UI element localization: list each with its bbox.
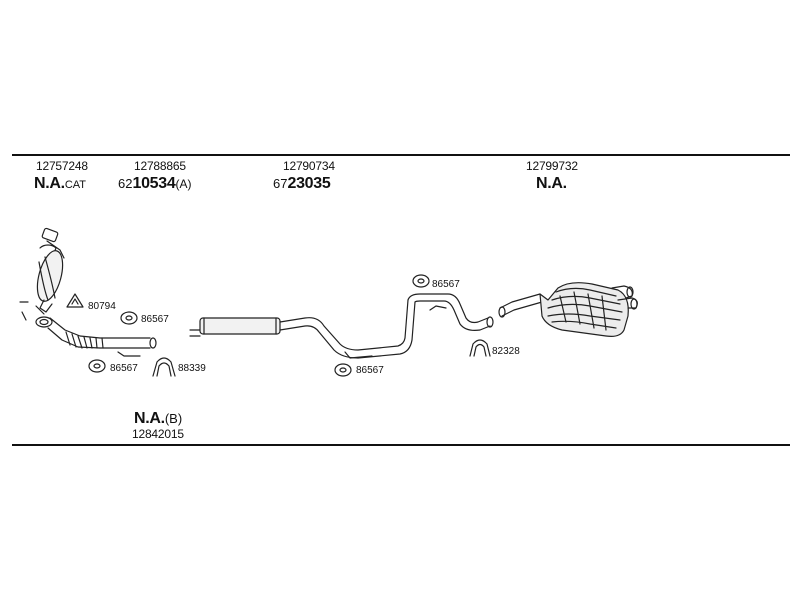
callout-86567-c: 86567 <box>356 365 384 376</box>
part-number-12757248: 12757248 <box>36 159 88 173</box>
front-pipe-code-suffix: (A) <box>175 177 192 191</box>
hanger-86567-icon-c <box>334 363 352 377</box>
middle-silencer-code: 6723035 <box>273 175 331 192</box>
front-pipe-code-main: 10534 <box>132 175 176 192</box>
kit-code-suffix: (B) <box>164 411 183 426</box>
kit-code-main: N.A. <box>134 410 165 427</box>
callout-86567-d: 86567 <box>432 279 460 290</box>
catalytic-converter <box>19 227 65 321</box>
bottom-rule <box>12 444 790 446</box>
kit-code: N.A.(B) <box>134 411 182 427</box>
middle-silencer <box>189 299 416 359</box>
rear-silencer-code: N.A. <box>536 175 567 192</box>
clamp-82328-icon <box>469 339 491 357</box>
callout-86567-a: 86567 <box>141 314 169 325</box>
part-number-12788865: 12788865 <box>134 159 186 173</box>
part-number-12790734: 12790734 <box>283 159 335 173</box>
tail-connecting-pipe <box>407 293 494 331</box>
gasket-80794-icon <box>66 293 84 308</box>
hanger-86567-icon-b <box>88 359 106 373</box>
callout-80794: 80794 <box>88 301 116 312</box>
catalyst-code: N.A.CAT <box>34 176 86 192</box>
clamp-88339-icon <box>152 357 176 377</box>
hanger-86567-icon-d <box>412 274 430 288</box>
front-pipe-code-prefix: 62 <box>118 176 133 191</box>
catalyst-code-suffix: CAT <box>64 179 86 191</box>
callout-86567-b: 86567 <box>110 363 138 374</box>
catalyst-code-main: N.A. <box>34 175 65 192</box>
hanger-86567-icon-a <box>120 311 138 325</box>
front-pipe <box>35 316 157 357</box>
callout-82328: 82328 <box>492 346 520 357</box>
middle-silencer-code-prefix: 67 <box>273 176 288 191</box>
callout-88339: 88339 <box>178 363 206 374</box>
middle-silencer-code-main: 23035 <box>287 175 331 192</box>
rear-silencer <box>498 282 638 337</box>
part-number-12799732: 12799732 <box>526 159 578 173</box>
front-pipe-code: 6210534(A) <box>118 176 191 192</box>
part-number-12842015: 12842015 <box>132 427 184 441</box>
top-rule <box>12 154 790 156</box>
